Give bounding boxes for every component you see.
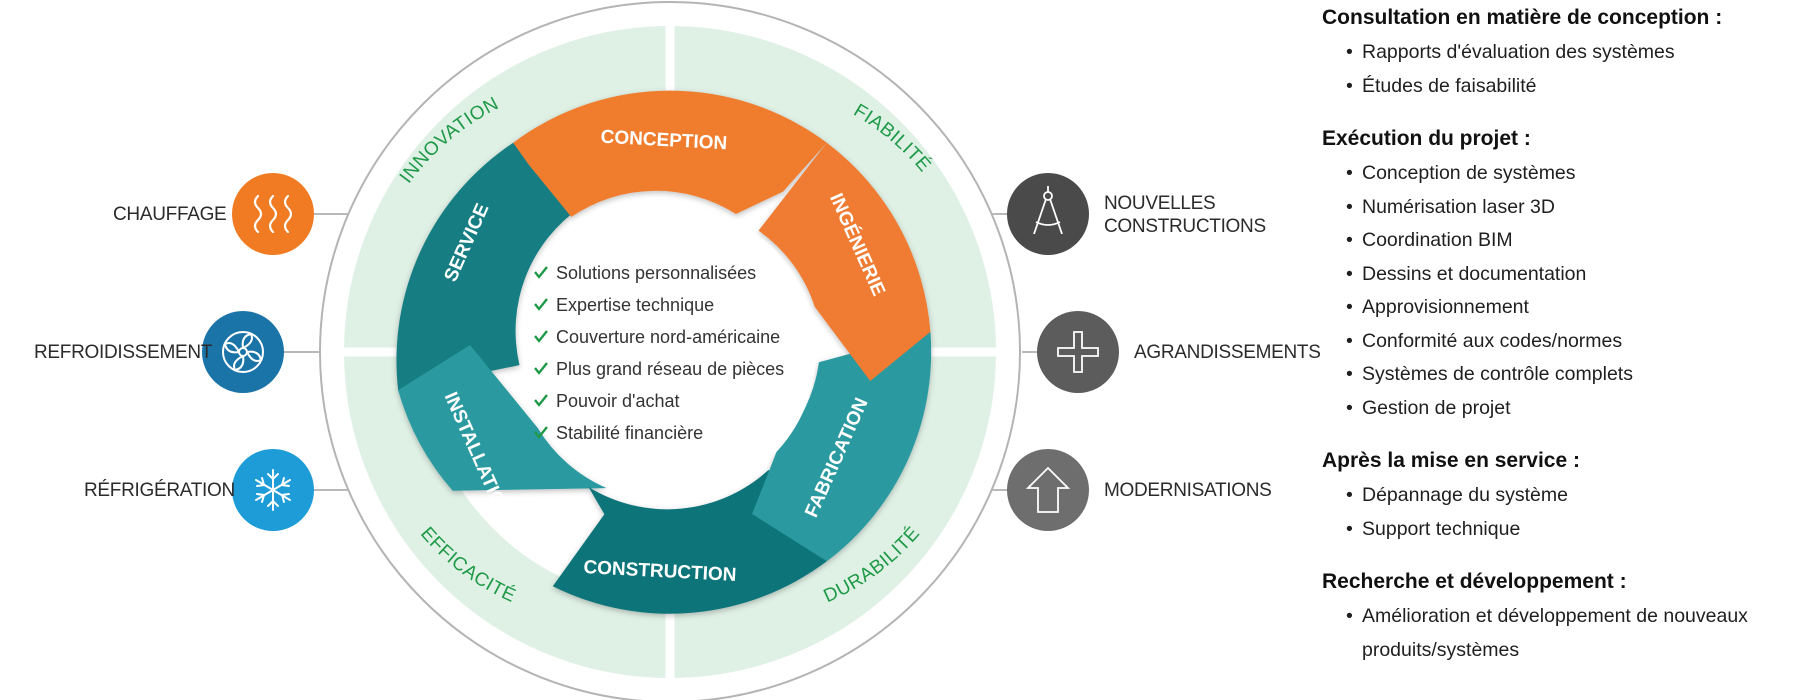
service-section: Exécution du projet : Conception de syst… (1322, 125, 1792, 425)
list-item: Approvisionnement (1346, 291, 1792, 325)
check-icon (534, 394, 548, 407)
check-icon (534, 266, 548, 279)
svg-text:Couverture nord-américaine: Couverture nord-américaine (556, 327, 780, 347)
check-icon (534, 426, 548, 439)
segment-fabrication (752, 331, 932, 562)
svg-text:Pouvoir d'achat: Pouvoir d'achat (556, 391, 680, 411)
section-title: Consultation en matière de conception : (1322, 6, 1723, 29)
label-refroidissement: REFROIDISSEMENT (34, 342, 213, 363)
svg-text:Solutions personnalisées: Solutions personnalisées (556, 263, 756, 283)
svg-text:Stabilité financière: Stabilité financière (556, 423, 703, 443)
list-item: Amélioration et développement de nouveau… (1346, 600, 1792, 667)
list-item: Coordination BIM (1346, 224, 1792, 258)
check-icon (534, 298, 548, 311)
list-item: Dessins et documentation (1346, 258, 1792, 292)
list-item: Support technique (1346, 513, 1792, 547)
fan-icon (222, 331, 264, 373)
up-arrow-icon (1025, 466, 1071, 513)
service-cycle-diagram: INNOVATION FIABILITÉ EFFICACITÉ DURABILI… (202, 1, 1119, 700)
list-item: Études de faisabilité (1346, 70, 1792, 104)
label-agrandissements: AGRANDISSEMENTS (1134, 342, 1321, 363)
checklist-item: Expertise technique (534, 295, 714, 315)
segment-installation (398, 345, 607, 491)
service-section: Consultation en matière de conception : … (1322, 4, 1792, 103)
checklist-item: Couverture nord-américaine (534, 327, 780, 347)
list-item: Conception de systèmes (1346, 157, 1792, 191)
list-item: Dépannage du système (1346, 479, 1792, 513)
check-icon (534, 330, 548, 343)
compass-icon (1033, 186, 1063, 235)
plus-icon (1057, 331, 1099, 373)
label-refrigeration: RÉFRIGÉRATION (84, 480, 235, 501)
service-section: Après la mise en service : Dépannage du … (1322, 447, 1792, 546)
chauffage-badge (232, 173, 314, 255)
label-modernisations: MODERNISATIONS (1104, 480, 1272, 501)
check-icon (534, 362, 548, 375)
svg-text:Plus grand réseau de pièces: Plus grand réseau de pièces (556, 359, 784, 379)
heat-waves-icon (253, 194, 293, 234)
list-item: Gestion de projet (1346, 392, 1792, 426)
snowflake-icon (255, 469, 291, 511)
agrandissements-badge (1037, 311, 1119, 393)
list-item: Conformité aux codes/normes (1346, 325, 1792, 359)
section-title: Après la mise en service : (1322, 449, 1580, 472)
label-nouvelles-constructions: NOUVELLES CONSTRUCTIONS (1104, 192, 1266, 238)
section-title: Recherche et développement : (1322, 570, 1627, 593)
checklist-item: Pouvoir d'achat (534, 391, 680, 411)
refrigeration-badge (232, 449, 314, 531)
checklist-item: Solutions personnalisées (534, 263, 756, 283)
services-list: Consultation en matière de conception : … (1322, 4, 1792, 689)
checklist-item: Plus grand réseau de pièces (534, 359, 784, 379)
label-line: NOUVELLES (1104, 193, 1216, 214)
center-circle (524, 206, 816, 498)
nouvelles-constructions-badge (1007, 173, 1089, 255)
list-item: Rapports d'évaluation des systèmes (1346, 36, 1792, 70)
refroidissement-badge (202, 311, 284, 393)
list-item: Numérisation laser 3D (1346, 191, 1792, 225)
label-line: CONSTRUCTIONS (1104, 216, 1266, 237)
section-title: Exécution du projet : (1322, 127, 1531, 150)
segment-service (396, 142, 582, 391)
label-chauffage: CHAUFFAGE (113, 204, 227, 225)
list-item: Systèmes de contrôle complets (1346, 358, 1792, 392)
modernisations-badge (1007, 449, 1089, 531)
segment-conception (513, 90, 827, 217)
segment-ingenierie (758, 142, 931, 381)
checklist-item: Stabilité financière (534, 423, 703, 443)
service-section: Recherche et développement : Amélioratio… (1322, 568, 1792, 667)
svg-text:Expertise technique: Expertise technique (556, 295, 714, 315)
